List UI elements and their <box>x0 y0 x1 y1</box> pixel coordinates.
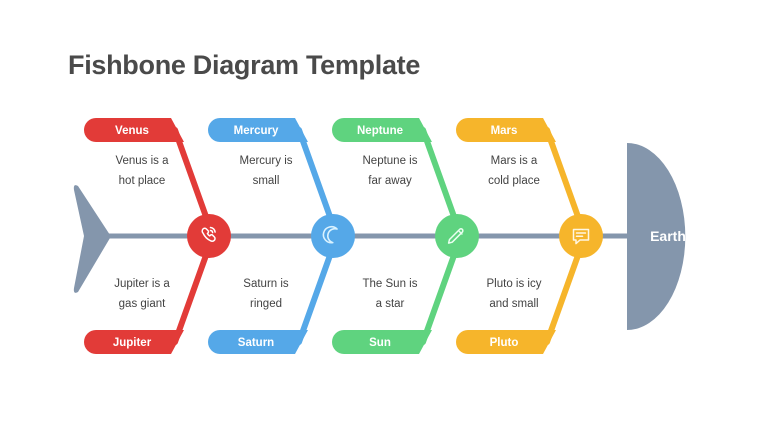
branch-bottom-pill[interactable] <box>332 330 432 354</box>
fish-head <box>627 143 686 330</box>
fish-head-label: Earth <box>650 228 686 244</box>
branch-bottom-text-line1: Jupiter is a <box>114 278 170 290</box>
branch-bone-upper <box>544 127 584 228</box>
branch-top-text-line1: Venus is a <box>115 155 169 167</box>
branch-top-text-line2: hot place <box>119 175 166 187</box>
branch-top-text-line1: Neptune is <box>363 155 418 167</box>
branch-top-text-line1: Mercury is <box>239 155 292 167</box>
pencil-icon <box>447 228 464 244</box>
moon-icon <box>322 225 338 244</box>
branch-bone-lower <box>296 244 336 345</box>
branch-bone-lower <box>420 244 460 345</box>
branch-bottom-pill-label: Sun <box>369 337 391 349</box>
page-title: Fishbone Diagram Template <box>68 50 421 80</box>
tail-fin <box>73 185 110 293</box>
branch-top-pill-label: Mars <box>491 125 518 137</box>
branch-bone-upper <box>172 127 212 228</box>
branch-bottom-pill[interactable] <box>456 330 556 354</box>
branch-venus-jupiter: Venus Venus is a hot place Jupiter is a … <box>84 118 231 354</box>
branch-bottom-pill-label: Pluto <box>490 337 519 349</box>
branch-bottom-pill[interactable] <box>208 330 308 354</box>
branch-bottom-text-line1: The Sun is <box>363 278 418 290</box>
branch-bottom-text-line2: ringed <box>250 298 282 310</box>
branch-neptune-sun: Neptune Neptune is far away The Sun is a… <box>332 118 479 354</box>
branch-bottom-pill-label: Jupiter <box>113 337 152 349</box>
branch-bottom-text-line2: gas giant <box>119 298 166 310</box>
branch-bone-upper <box>420 127 460 228</box>
branch-top-pill[interactable] <box>208 118 308 142</box>
branch-top-pill-label: Venus <box>115 125 149 137</box>
branch-bone-upper <box>296 127 336 228</box>
branch-bottom-pill[interactable] <box>84 330 184 354</box>
branch-mercury-saturn: Mercury Mercury is small Saturn is ringe… <box>208 118 355 354</box>
chat-bubble-icon <box>572 228 590 245</box>
branch-top-text-line2: far away <box>368 175 412 187</box>
phone-call-icon <box>201 226 216 242</box>
branch-bone-lower <box>172 244 212 345</box>
branch-top-pill-label: Neptune <box>357 125 403 137</box>
branch-top-text-line1: Mars is a <box>491 155 538 167</box>
branch-bone-lower <box>544 244 584 345</box>
branch-mars-pluto: Mars Mars is a cold place Pluto is icy a… <box>456 118 603 354</box>
branch-node-circle[interactable] <box>435 214 479 258</box>
branch-top-pill[interactable] <box>332 118 432 142</box>
branch-bottom-pill-label: Saturn <box>238 337 274 349</box>
branch-bottom-text-line2: a star <box>376 298 405 310</box>
branch-bottom-text-line2: and small <box>489 298 538 310</box>
branch-node-circle[interactable] <box>311 214 355 258</box>
branch-top-text-line2: small <box>253 175 280 187</box>
branch-bottom-text-line1: Pluto is icy <box>487 278 542 290</box>
branch-top-pill[interactable] <box>84 118 184 142</box>
branch-top-text-line2: cold place <box>488 175 540 187</box>
branch-bottom-text-line1: Saturn is <box>243 278 289 290</box>
branch-top-pill[interactable] <box>456 118 556 142</box>
branch-top-pill-label: Mercury <box>234 125 279 137</box>
